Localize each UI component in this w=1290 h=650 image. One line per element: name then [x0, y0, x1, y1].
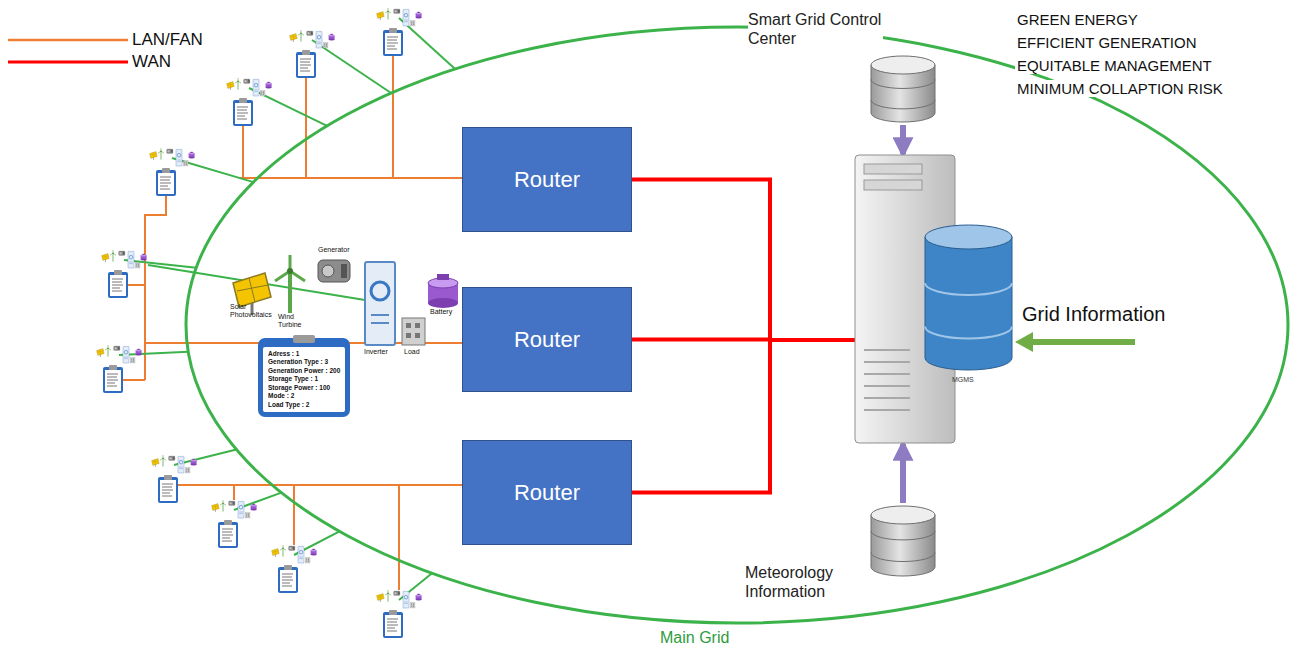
node-outline	[850, 150, 1015, 448]
icon-label: Inverter	[364, 348, 388, 356]
icon-label: Load	[404, 348, 420, 356]
microgrid-icon	[290, 30, 335, 48]
clipboard-icon	[158, 475, 178, 503]
node-text: Router	[514, 480, 580, 506]
microgrid-icon	[212, 500, 257, 518]
goal-text: GREEN ENERGY	[1015, 11, 1140, 28]
node-text: Router	[514, 167, 580, 193]
node-text: Adress : 1	[268, 350, 340, 358]
clipboard-icon	[218, 520, 238, 548]
node-text: Smart Grid Control Center	[748, 10, 883, 48]
node-text: Router	[514, 327, 580, 353]
node-outline	[870, 505, 936, 577]
clipboard-icon	[103, 365, 123, 393]
node-text: Mode : 2	[268, 392, 340, 400]
clipboard-clip	[293, 335, 315, 343]
node-text: Meteorology Information	[745, 563, 865, 601]
icon-label: Generator	[318, 246, 350, 254]
grid-link	[124, 260, 196, 268]
microgrid-icon	[377, 8, 422, 26]
legend-text: WAN	[132, 52, 171, 72]
microgrid-icon	[102, 250, 147, 268]
clipboard-icon	[296, 50, 316, 78]
router-box: Router	[462, 127, 632, 232]
microgrid-icon	[227, 78, 272, 96]
clipboard-icon	[108, 270, 128, 298]
grid-information-arrow	[1015, 332, 1135, 352]
grid-links	[119, 18, 455, 600]
node-text: MGMS	[952, 376, 974, 383]
node-outline	[870, 55, 936, 123]
legend-text: LAN/FAN	[132, 30, 203, 50]
microgrid-icon	[97, 345, 142, 363]
goal-text: MINIMUM COLLAPTION RISK	[1015, 80, 1225, 97]
node-text: Main Grid	[660, 629, 729, 647]
wan-link	[632, 340, 855, 493]
microgrid-icon	[377, 590, 422, 608]
router-box: Router	[462, 440, 632, 545]
database-cylinder: Meteorology Information	[870, 505, 936, 577]
icon-label: Battery	[430, 308, 452, 316]
microgrid-icon	[150, 148, 195, 166]
clipboard-card: Adress : 1Generation Type : 3Generation …	[258, 338, 350, 417]
clipboard-icon	[278, 565, 298, 593]
node-text: Generation Power : 200	[268, 367, 340, 375]
microgrid-icon	[272, 545, 317, 563]
icon-label: Wind Turbine	[278, 313, 314, 329]
node-text: Load Type : 2	[268, 401, 340, 409]
wan-link	[632, 180, 855, 341]
data-arrow	[900, 444, 906, 503]
clipboard-icon	[156, 168, 176, 196]
data-arrow	[900, 125, 906, 154]
node-text: Storage Type : 1	[268, 375, 340, 383]
node-text: Storage Power : 100	[268, 384, 340, 392]
clipboard-icon	[383, 610, 403, 638]
goal-text: EFFICIENT GENERATION	[1015, 34, 1198, 51]
server-tower: MGMS	[850, 150, 1015, 448]
legend-swatch	[0, 0, 132, 46]
lan-lines	[123, 56, 462, 590]
clipboard-icon	[383, 28, 403, 56]
clipboard-icon	[233, 98, 253, 126]
icon-label: Solar Photovoltaics	[230, 303, 278, 319]
router-box: Router	[462, 287, 632, 392]
node-text: Generation Type : 3	[268, 358, 340, 366]
database-cylinder: Smart Grid Control Center	[870, 55, 936, 123]
input-label: Grid Information	[1022, 303, 1165, 326]
legend-swatch	[0, 0, 132, 68]
grid-link	[119, 352, 188, 355]
clipboard-paper: Adress : 1Generation Type : 3Generation …	[263, 347, 345, 412]
goal-text: EQUITABLE MANAGEMENT	[1015, 57, 1214, 74]
microgrid-icon	[233, 255, 458, 345]
microgrid-icon	[152, 455, 197, 473]
